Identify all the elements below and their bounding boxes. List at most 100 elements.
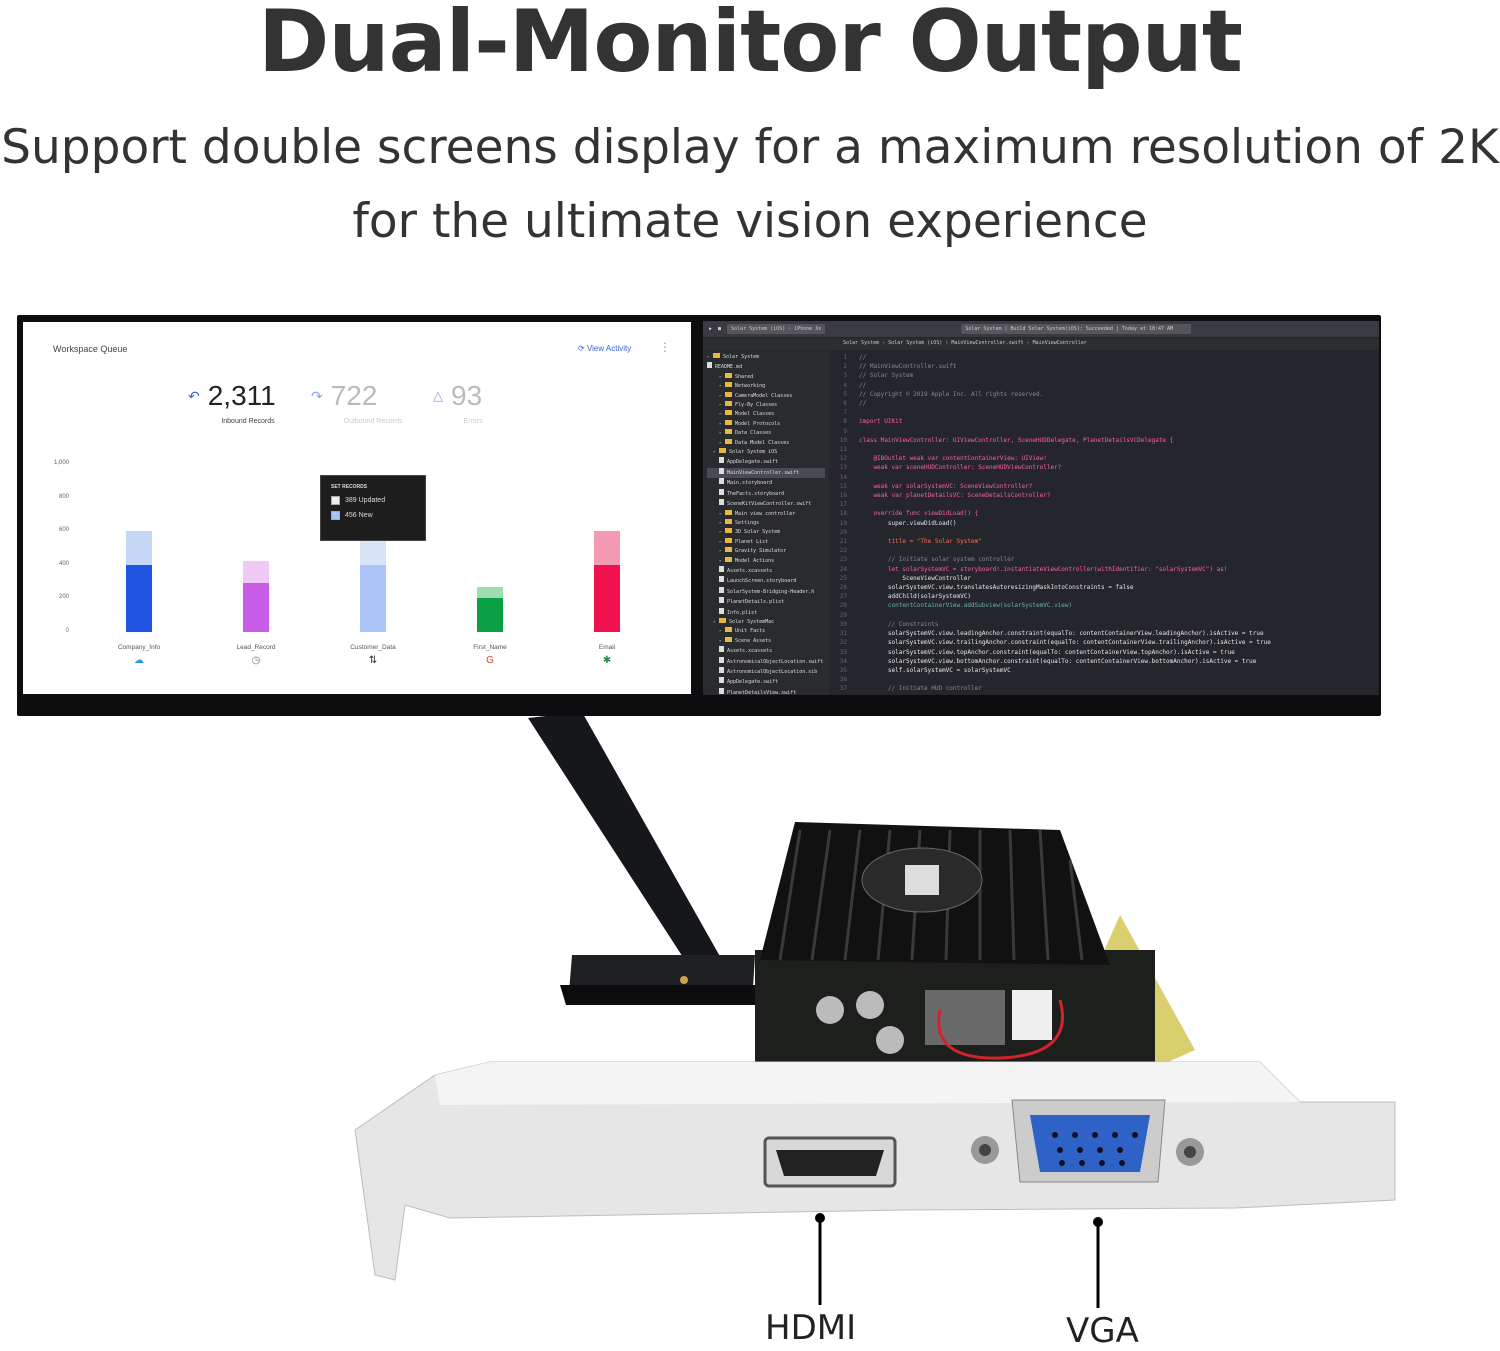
navigator-item[interactable]: Data Model Classes [707,438,825,448]
bar-segment-top[interactable] [243,561,269,584]
navigator-item[interactable]: AstronomicalObjectLocation.swift [707,656,825,667]
navigator-item[interactable]: SolarSystem-Bridging-Header.h [707,586,825,597]
navigator-item[interactable]: Unit Facts [707,627,825,636]
navigator-item[interactable]: Info.plist [707,607,825,618]
stat-label: Inbound Records [221,418,275,425]
navigator-item[interactable]: SceneKitViewController.swift [707,499,825,509]
code-line: 33 solarSystemVC.view.topAnchor.constrai… [833,648,1271,657]
navigator-item[interactable]: Gravity Simulator [707,547,825,556]
navigator-item[interactable]: Model Actions [707,556,825,566]
navigator-item[interactable]: Planet List [707,537,825,547]
bar-segment-top[interactable] [594,531,620,565]
line-number: 29 [839,611,847,619]
navigator-item[interactable]: AppDelegate.swift [707,677,825,687]
navigator-item-label: AstronomicalObjectLocation.xib [727,669,818,675]
bar-segment-base[interactable] [477,598,503,632]
navigator-item-label: README.md [715,364,743,371]
navigator-item-label: Solar System iOS [729,449,778,456]
navigator-item[interactable]: PlanetDetails.plist [707,597,825,607]
code-line: 22 [833,546,1271,555]
file-icon [719,677,724,684]
code-line: 37 // Initiate HUD controller [833,684,1271,693]
bar-segment-base[interactable] [243,583,269,632]
navigator-item[interactable]: Model Protocols [707,419,825,429]
path-item[interactable]: Solar System (iOS) [888,340,943,346]
navigator-item[interactable]: Model Classes [707,410,825,419]
code-line: 20 [833,528,1271,537]
navigator-item-label: SceneKitViewController.swift [727,501,812,508]
bar-segment-base[interactable] [594,564,620,632]
code-text: solarSystemVC.view.trailingAnchor.constr… [859,639,1271,647]
stat-value: 722 [330,380,378,411]
view-activity-link[interactable]: ⟳ View Activity [578,344,632,353]
navigator-item[interactable]: Scene Assets [707,636,825,646]
navigator-item[interactable]: Fly-By Classes [707,401,825,410]
line-number: 12 [839,455,847,463]
bar-segment-base[interactable] [126,564,152,632]
navigator-item[interactable]: TheFacts.storyboard [707,488,825,499]
navigator-item[interactable]: MainViewController.swift [707,467,825,479]
folder-icon [725,518,733,524]
navigator-item[interactable]: Solar SystemMac [707,617,825,627]
path-item[interactable]: MainViewController.swift [951,340,1024,346]
navigator-item[interactable]: AstronomicalObjectLocation.xib [707,667,825,677]
source-icon: ◷ [251,655,261,666]
navigator-item-label: AstronomicalObjectLocation.swift [727,658,824,665]
navigator-item-label: PlanetDetails.plist [727,599,785,606]
folder-icon [713,353,721,358]
navigator-item-label: Settings [735,519,760,526]
code-text: // Constraints [859,620,939,628]
stat-errors: △93 [433,380,482,412]
navigator-item[interactable]: Main view controller [707,509,825,519]
path-item[interactable]: Solar System [843,340,880,346]
y-tick: 200 [58,594,69,601]
stat-value: 2,311 [207,380,276,411]
navigator-item[interactable]: 3D Solar System [707,528,825,537]
stat-label: Outbound Records [343,418,403,425]
more-menu-icon[interactable]: ⋮ [659,340,671,354]
x-label: Customer_Data [350,644,396,651]
navigator-item-label: Model Actions [735,557,775,564]
navigator-item[interactable]: Data Classes [707,429,825,438]
navigator-item[interactable]: LaunchScreen.storyboard [707,576,825,586]
line-number: 26 [839,584,847,592]
scheme-selector[interactable]: Solar System (iOS) › iPhone Xs [727,324,826,334]
navigator-item[interactable]: Solar System iOS [707,448,825,457]
navigator-item[interactable]: PlanetDetailsView.swift [707,687,825,695]
navigator-item[interactable]: Assets.xcassets [707,565,825,576]
code-text: addChild(solarSystemVC) [859,593,971,601]
bar-segment-top[interactable] [477,586,503,599]
run-icon[interactable]: ▶ [709,326,713,332]
code-line: 13 weak var sceneHUDController: SceneHUD… [833,463,1271,472]
bar-segment-top[interactable] [126,531,152,565]
code-line: 19 super.viewDidLoad() [833,519,1271,528]
activity-status: Solar System | Build Solar System(iOS): … [961,324,1192,334]
code-line: 31 solarSystemVC.view.leadingAnchor.cons… [833,629,1271,638]
file-icon [719,565,724,572]
line-number: 5 [843,390,847,398]
bar-segment-base[interactable] [360,564,386,632]
stop-icon[interactable]: ■ [718,326,722,332]
line-number: 32 [839,639,847,647]
navigator-item[interactable]: Shared [707,372,825,382]
code-line: 7 [833,408,1271,417]
path-item[interactable]: MainViewController [1032,340,1087,346]
navigator-item[interactable]: README.md [707,362,825,372]
navigator-item[interactable]: Assets.xcassets [707,646,825,656]
navigator-item[interactable]: Solar System [707,353,825,362]
navigator-item[interactable]: Settings [707,518,825,528]
line-number: 31 [839,630,847,638]
navigator-item[interactable]: Networking [707,382,825,391]
folder-icon [725,537,733,543]
line-number: 15 [839,482,847,490]
navigator-item[interactable]: CameraModel Classes [707,391,825,401]
navigator-item-label: CameraModel Classes [735,392,793,399]
file-icon [719,597,724,604]
line-number: 30 [839,620,847,628]
file-icon [719,667,724,673]
code-text: // Copyright © 2019 Apple Inc. All right… [859,390,1044,398]
navigator-item[interactable]: AppDelegate.swift [707,457,825,467]
navigator-item[interactable]: Main.storyboard [707,478,825,488]
